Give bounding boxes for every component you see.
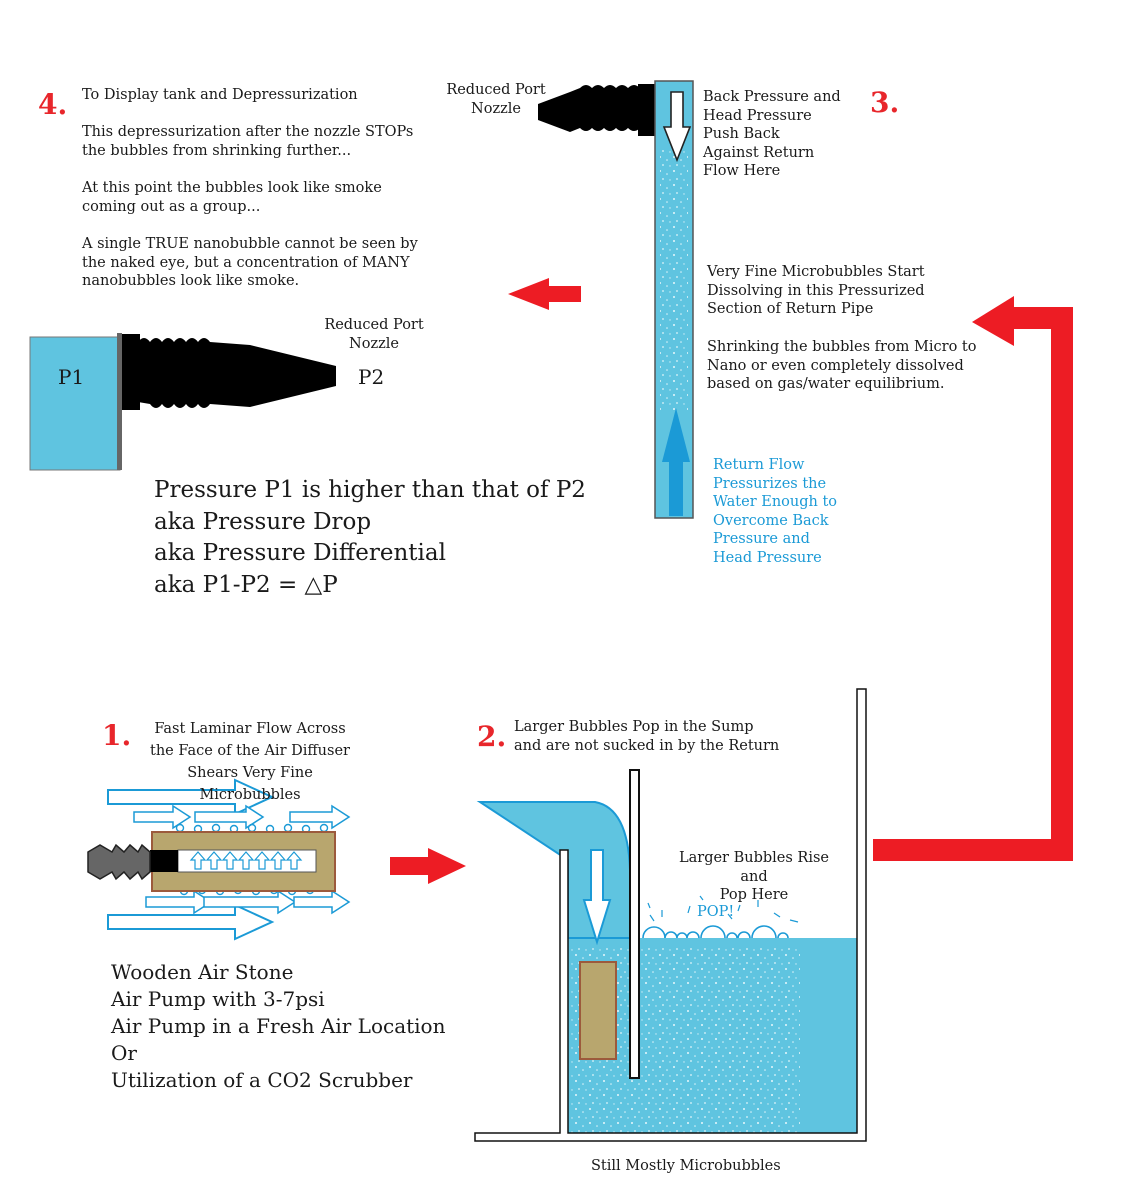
- step-4-nozzle-label: Reduced Port Nozzle: [324, 317, 424, 352]
- red-return-loop: [873, 307, 1073, 861]
- p1-block-edge: [117, 333, 122, 470]
- laminar-flow-arrow: [107, 778, 275, 816]
- back-pressure-note: Back Pressure and Head Pressure Push Bac…: [703, 89, 841, 180]
- step-2-caption: Larger Bubbles Pop in the Sump and are n…: [514, 719, 780, 754]
- hollow-down-arrow: [582, 849, 612, 946]
- step-3-number: 3.: [870, 86, 900, 119]
- sump-walls: [474, 688, 867, 1142]
- flow-arrow-small: [133, 804, 192, 830]
- step-3-nozzle-label: Reduced Port Nozzle: [446, 82, 546, 117]
- p1-pressure-block: [29, 336, 121, 471]
- p2-label: P2: [358, 365, 385, 389]
- flow-arrow-small: [145, 889, 213, 915]
- step-1-notes: Wooden Air Stone Air Pump with 3-7psi Ai…: [111, 960, 446, 1092]
- step-4-number: 4.: [38, 88, 68, 121]
- hollow-down-arrow: [662, 91, 692, 163]
- flow-arrow-small: [203, 889, 297, 915]
- step-4-depressurization-note: This depressurization after the nozzle S…: [82, 124, 414, 159]
- sump-footer-label: Still Mostly Microbubbles: [591, 1158, 781, 1174]
- rise-and-pop-label: Larger Bubbles Rise and Pop Here: [678, 850, 829, 904]
- sump-baffle: [629, 769, 640, 1079]
- flow-arrow-small: [289, 804, 351, 830]
- hose-barb-fitting: [87, 843, 178, 881]
- red-left-arrow: [508, 278, 581, 310]
- reduced-port-nozzle-4: [122, 334, 336, 410]
- popping-bubbles: [642, 925, 789, 939]
- inlet-stream: [476, 801, 634, 939]
- red-right-arrow: [390, 848, 466, 884]
- step-1-number: 1.: [102, 719, 132, 752]
- shrinking-note: Shrinking the bubbles from Micro to Nano…: [707, 339, 977, 393]
- reduced-port-nozzle-3: [538, 84, 656, 136]
- p1-label: P1: [58, 365, 85, 389]
- red-return-arrowhead: [972, 296, 1014, 346]
- flow-arrow-small: [293, 889, 351, 915]
- step-4-nanobubble-note: A single TRUE nanobubble cannot be seen …: [82, 236, 418, 290]
- pressure-differential-text: Pressure P1 is higher than that of P2 ak…: [154, 477, 586, 598]
- step-2-number: 2.: [477, 720, 507, 753]
- laminar-flow-arrow: [107, 903, 275, 941]
- step-4-title: To Display tank and Depressurization: [82, 87, 358, 103]
- pop-label: POP!: [697, 904, 735, 920]
- step-1-caption: Fast Laminar Flow Across the Face of the…: [150, 721, 350, 803]
- pop-splash-marks: [647, 895, 799, 923]
- blue-up-arrow: [662, 408, 690, 516]
- return-flow-note: Return Flow Pressurizes the Water Enough…: [713, 457, 838, 566]
- dissolving-note: Very Fine Microbubbles Start Dissolving …: [707, 264, 925, 318]
- pipe-microbubbles: [660, 150, 688, 410]
- step-4-smoke-note: At this point the bubbles look like smok…: [82, 180, 382, 215]
- flow-arrow-small: [194, 804, 265, 830]
- sump-air-stone: [579, 961, 617, 1060]
- up-arrows-icon: [189, 851, 303, 870]
